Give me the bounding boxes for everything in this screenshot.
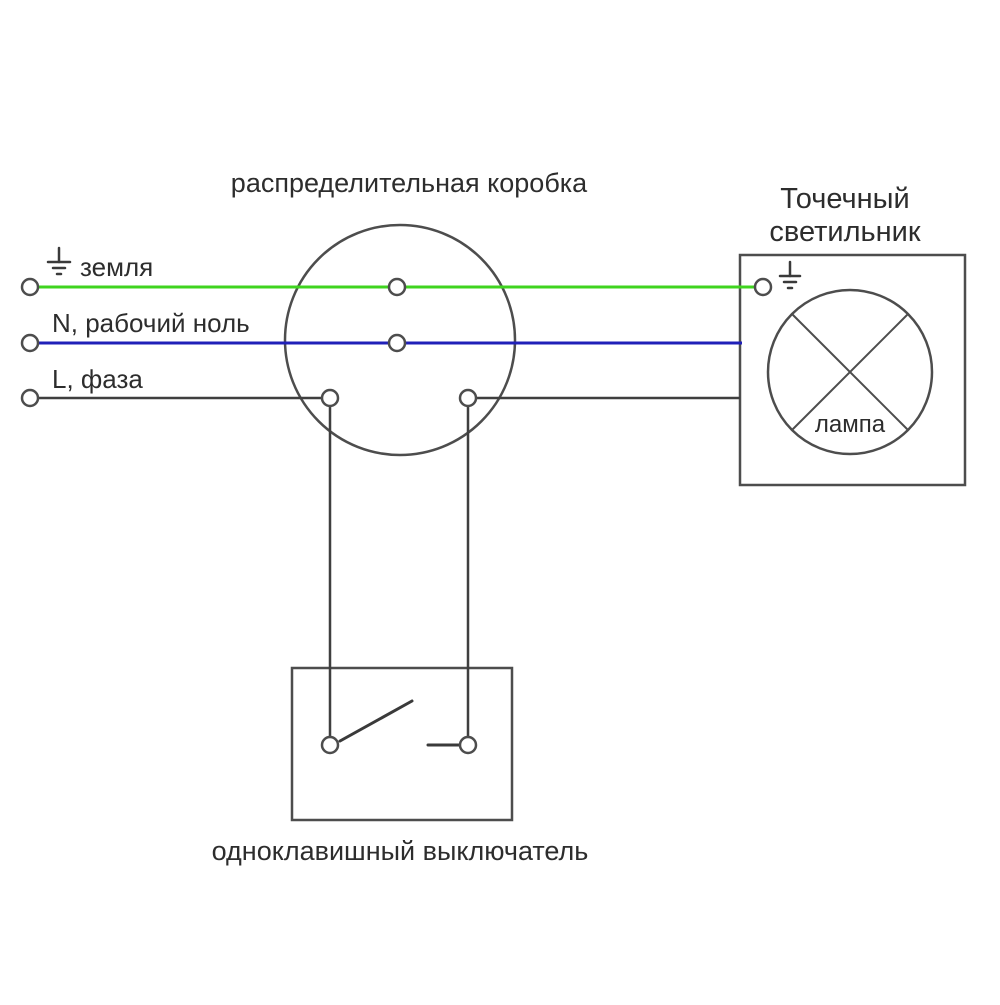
ground-left-terminal	[20, 277, 40, 297]
lamp-ground-terminal	[753, 277, 773, 297]
junction-neutral-connector	[387, 333, 407, 353]
lamp-label: лампа	[815, 411, 886, 438]
neutral-wire-label: N, рабочий ноль	[52, 308, 250, 338]
spotlight-label-line1: Точечный	[780, 183, 909, 215]
phase-wire-label: L, фаза	[52, 364, 143, 394]
junction-ground-connector	[387, 277, 407, 297]
switch-label: одноклавишный выключатель	[212, 836, 589, 866]
earth-ground-icon	[46, 246, 72, 276]
junction-box-label: распределительная коробка	[231, 168, 588, 198]
junction-phase-connector	[320, 388, 340, 408]
switch-terminal-right	[458, 735, 478, 755]
junction-lamp-connector	[458, 388, 478, 408]
switch-terminal-left	[320, 735, 340, 755]
ground-wire-label: земля	[80, 252, 153, 282]
lamp-cross-line-2	[791, 313, 909, 431]
lamp-earth-ground-icon	[778, 260, 802, 290]
switch-lever	[338, 699, 414, 743]
spotlight-label-line2: светильник	[769, 216, 920, 248]
phase-left-terminal	[20, 388, 40, 408]
neutral-left-terminal	[20, 333, 40, 353]
